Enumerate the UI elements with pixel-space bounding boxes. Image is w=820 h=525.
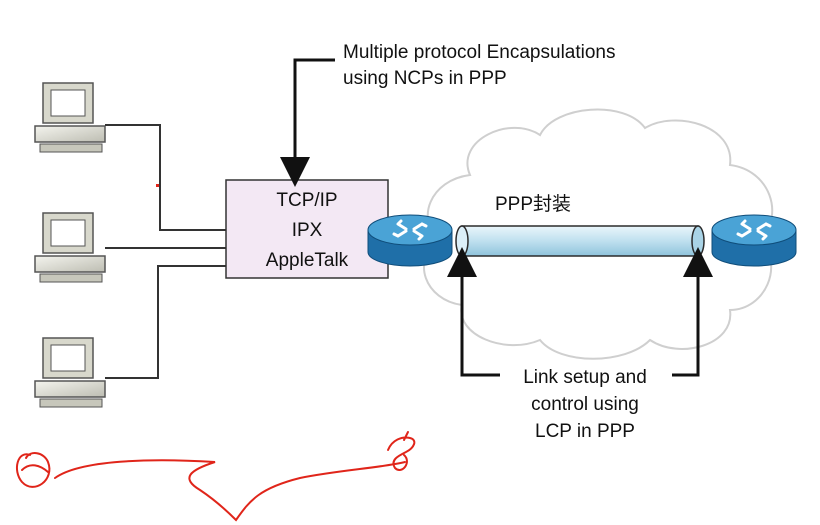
- annotation-bottom-line3: LCP in PPP: [535, 421, 635, 442]
- annotation-top-line2: using NCPs in PPP: [343, 68, 507, 89]
- arrow-to-box: [280, 58, 335, 187]
- tunnel-icon: [455, 225, 705, 257]
- arrow-left-up: [447, 247, 500, 377]
- router-icon: [711, 214, 797, 267]
- cable-1: [105, 124, 226, 231]
- handwritten-scribble: [15, 431, 416, 522]
- annotation-bottom: Link setup and control using LCP in PPP: [447, 247, 713, 442]
- annotation-top: Multiple protocol Encapsulations using N…: [280, 42, 616, 187]
- cloud-label: PPP封装: [495, 193, 571, 215]
- protocol-appletalk: AppleTalk: [266, 250, 349, 271]
- annotation-bottom-line2: control using: [531, 394, 639, 415]
- cable-3: [105, 265, 226, 379]
- scribble-line: [54, 459, 406, 522]
- arrow-right-up: [672, 247, 713, 377]
- computer-icon: [34, 82, 106, 153]
- scribble-right-mark: [387, 431, 416, 471]
- computer-icon: [34, 212, 106, 283]
- protocol-tcpip: TCP/IP: [276, 190, 337, 211]
- protocol-box: TCP/IP IPX AppleTalk: [225, 179, 389, 279]
- protocol-ipx: IPX: [292, 220, 323, 241]
- cables: [105, 124, 226, 379]
- annotation-bottom-line1: Link setup and: [523, 367, 647, 388]
- computer-icon: [34, 337, 106, 408]
- scribble-left-mark: [15, 452, 51, 488]
- router-icon: [367, 214, 453, 267]
- annotation-top-line1: Multiple protocol Encapsulations: [343, 42, 616, 63]
- red-dot: [156, 184, 159, 187]
